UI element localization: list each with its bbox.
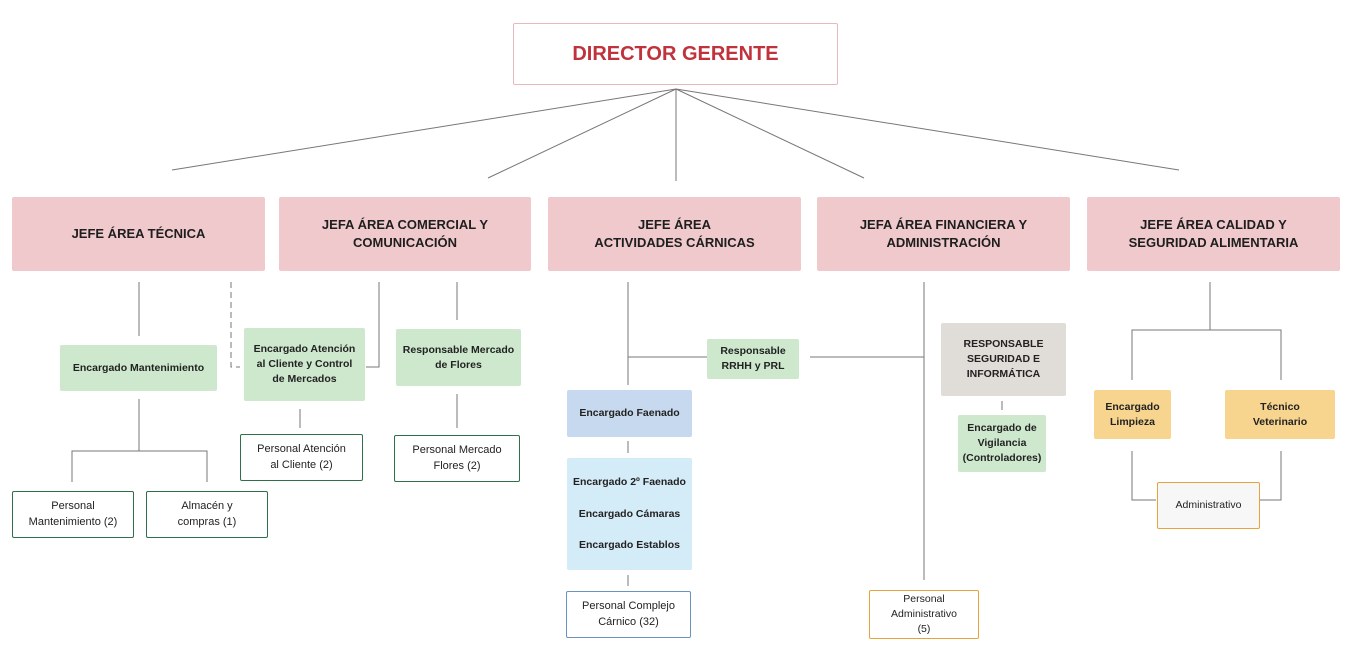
director-gerente-box[interactable]: DIRECTOR GERENTE xyxy=(513,23,838,85)
responsable-mercado-flores-box[interactable]: Responsable Mercado de Flores xyxy=(396,329,521,386)
personal-administrativo-box[interactable]: Personal Administrativo (5) xyxy=(869,590,979,639)
jefe-area-calidad-box[interactable]: JEFE ÁREA CALIDAD Y SEGURIDAD ALIMENTARI… xyxy=(1087,197,1340,271)
personal-atencion-cliente-box[interactable]: Personal Atención al Cliente (2) xyxy=(240,434,363,481)
tecnico-veterinario-label: Técnico Veterinario xyxy=(1252,400,1308,428)
encargado-faenado-label: Encargado Faenado xyxy=(579,407,680,420)
almacen-compras-box[interactable]: Almacén y compras (1) xyxy=(146,491,268,538)
encargado-limpieza-box[interactable]: Encargado Limpieza xyxy=(1094,390,1171,439)
jefa-area-comercial-box[interactable]: JEFA ÁREA COMERCIAL Y COMUNICACIÓN xyxy=(279,197,531,271)
encargado-camaras-label: Encargado Cámaras xyxy=(578,507,681,520)
encargado-atencion-cliente-box[interactable]: Encargado Atención al Cliente y Control … xyxy=(244,328,365,401)
jefe-area-carnicas-box[interactable]: JEFE ÁREA ACTIVIDADES CÁRNICAS xyxy=(548,197,801,271)
tecnico-veterinario-box[interactable]: Técnico Veterinario xyxy=(1225,390,1335,439)
jefa-area-financiera-box[interactable]: JEFA ÁREA FINANCIERA Y ADMINISTRACIÓN xyxy=(817,197,1070,271)
director-gerente-label: DIRECTOR GERENTE xyxy=(572,43,779,65)
responsable-seguridad-informatica-box[interactable]: RESPONSABLE SEGURIDAD E INFORMÁTICA xyxy=(941,323,1066,396)
jefa-area-financiera-label: JEFA ÁREA FINANCIERA Y ADMINISTRACIÓN xyxy=(859,216,1028,250)
personal-mantenimiento-label: Personal Mantenimiento (2) xyxy=(28,500,118,528)
encargado-atencion-cliente-label: Encargado Atención al Cliente y Control … xyxy=(253,343,356,385)
personal-complejo-carnico-box[interactable]: Personal Complejo Cárnico (32) xyxy=(566,591,691,638)
jefa-area-comercial-label: JEFA ÁREA COMERCIAL Y COMUNICACIÓN xyxy=(321,216,489,250)
personal-administrativo-label: Personal Administrativo (5) xyxy=(891,593,957,635)
jefe-area-tecnica-box[interactable]: JEFE ÁREA TÉCNICA xyxy=(12,197,265,271)
jefe-area-tecnica-label: JEFE ÁREA TÉCNICA xyxy=(71,225,206,241)
personal-mantenimiento-box[interactable]: Personal Mantenimiento (2) xyxy=(12,491,134,538)
jefe-area-carnicas-label: JEFE ÁREA ACTIVIDADES CÁRNICAS xyxy=(594,216,755,250)
personal-atencion-cliente-label: Personal Atención al Cliente (2) xyxy=(257,443,346,471)
encargado-faenado-box[interactable]: Encargado Faenado xyxy=(567,390,692,437)
jefe-area-calidad-label: JEFE ÁREA CALIDAD Y SEGURIDAD ALIMENTARI… xyxy=(1128,216,1299,250)
encargado-limpieza-label: Encargado Limpieza xyxy=(1105,400,1160,428)
responsable-seguridad-informatica-label: RESPONSABLE SEGURIDAD E INFORMÁTICA xyxy=(963,338,1044,380)
encargado-establos-label: Encargado Establos xyxy=(579,539,680,552)
encargado-2-faenado-label: Encargado 2º Faenado xyxy=(573,475,686,488)
encargado-mantenimiento-label: Encargado Mantenimiento xyxy=(72,361,205,374)
encargado-mantenimiento-box[interactable]: Encargado Mantenimiento xyxy=(60,345,217,391)
personal-mercado-flores-box[interactable]: Personal Mercado Flores (2) xyxy=(394,435,520,482)
encargados-stack-box[interactable]: Encargado 2º Faenado Encargado Cámaras E… xyxy=(567,458,692,570)
administrativo-label: Administrativo xyxy=(1175,499,1242,512)
personal-mercado-flores-label: Personal Mercado Flores (2) xyxy=(412,444,502,472)
personal-complejo-carnico-label: Personal Complejo Cárnico (32) xyxy=(582,600,675,628)
responsable-rrhh-prl-box[interactable]: Responsable RRHH y PRL xyxy=(707,339,799,379)
administrativo-box[interactable]: Administrativo xyxy=(1157,482,1260,529)
responsable-rrhh-prl-label: Responsable RRHH y PRL xyxy=(720,345,786,372)
responsable-mercado-flores-label: Responsable Mercado de Flores xyxy=(402,343,515,371)
encargado-vigilancia-label: Encargado de Vigilancia (Controladores) xyxy=(962,422,1042,464)
encargado-vigilancia-box[interactable]: Encargado de Vigilancia (Controladores) xyxy=(958,415,1046,472)
almacen-compras-label: Almacén y compras (1) xyxy=(177,500,237,528)
